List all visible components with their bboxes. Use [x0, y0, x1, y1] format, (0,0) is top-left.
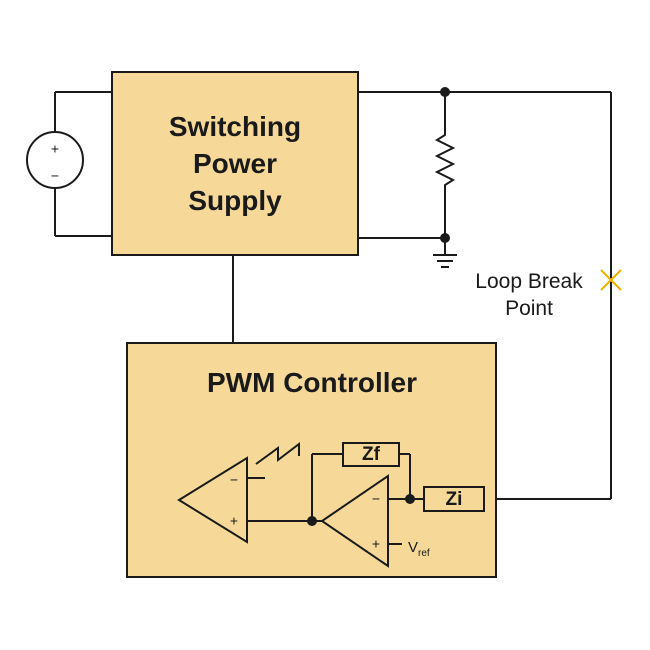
loop-break-label-line-2: Point — [505, 297, 553, 320]
cross-marker-icon — [600, 269, 622, 291]
zi-impedance-box — [423, 486, 485, 512]
pwm-controller-title: PWM Controller — [207, 367, 417, 398]
power-supply-title-line-1: Switching — [169, 111, 301, 142]
source-plus-sign: + — [51, 141, 59, 157]
power-supply-title-line-3: Supply — [188, 185, 282, 216]
vref-label: Vref — [408, 539, 430, 559]
loop-break-label-line-1: Loop Break — [475, 270, 583, 293]
error-amp-inverting-sign: − — [372, 491, 380, 507]
loop-break-stroke-2 — [600, 269, 622, 291]
comparator-symbol — [177, 456, 248, 544]
zf-label: Zf — [362, 444, 381, 465]
error-amplifier-symbol — [320, 474, 389, 568]
vref-symbol: V — [408, 539, 418, 556]
source-minus-sign: − — [51, 168, 59, 184]
vref-subscript: ref — [418, 548, 430, 559]
comparator-noninverting-sign: + — [230, 513, 238, 529]
comparator-inverting-sign: − — [230, 472, 238, 488]
ground-icon — [433, 238, 457, 268]
zi-label: Zi — [446, 489, 463, 510]
summing-node — [405, 494, 415, 504]
power-supply-title-line-2: Power — [193, 148, 277, 179]
resistor-icon — [434, 92, 456, 238]
switching-power-supply-block — [111, 71, 359, 256]
sawtooth-icon — [255, 441, 300, 465]
voltage-source-icon: + − — [26, 91, 112, 237]
error-amp-noninverting-sign: + — [372, 536, 380, 552]
